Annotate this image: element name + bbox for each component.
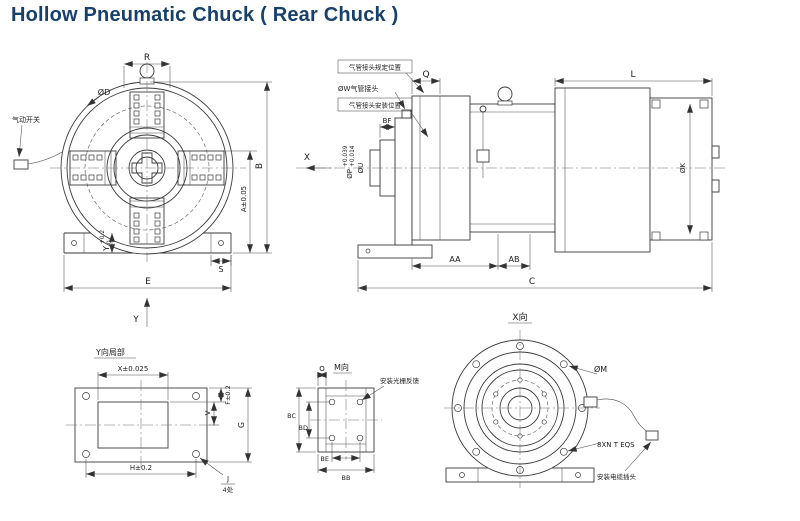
note-grating-label: 安装光栅反馈 <box>380 376 420 385</box>
cable-plug <box>583 396 659 441</box>
m-view-title: M向 <box>334 362 349 372</box>
front-view: 气动开关 R ØD B A±0.05 <box>12 53 272 327</box>
dim-p-group: ØP +0.039 +0.014 <box>343 145 356 178</box>
dim-q-label: Q <box>422 70 429 80</box>
dim-s-label: S <box>218 265 223 274</box>
switch-note-label: 气动开关 <box>12 115 40 124</box>
m-view: M向 O BC BD <box>287 362 419 482</box>
dim-v-label: V <box>204 410 212 415</box>
clamp-lever <box>476 105 490 178</box>
dim-ab-label: AB <box>509 255 520 264</box>
pneumatic-switch-cable <box>13 151 63 170</box>
dim-p-tol-upper: +0.039 <box>343 145 349 167</box>
note-holes-label: 8XN T EQS <box>597 441 635 449</box>
dim-j-label: J <box>226 475 229 483</box>
dim-a-label: A±0.05 <box>240 186 248 212</box>
note-cable-label: 安装电缆插头 <box>597 472 637 481</box>
dim-u-label: ØU <box>357 163 365 174</box>
dim-p-tol-lower: +0.014 <box>350 145 356 167</box>
inner-bolt-holes <box>493 377 547 439</box>
dim-bf-label: BF <box>383 117 392 125</box>
dim-bb-label: BB <box>342 474 351 482</box>
note-box-position <box>337 59 413 74</box>
dim-l-label: L <box>630 70 635 80</box>
cable-connector <box>583 396 598 408</box>
motor-housing <box>554 87 651 253</box>
end-cap <box>649 97 713 241</box>
x-view: X向 <box>444 311 659 488</box>
note-box-install <box>337 97 413 112</box>
eyebolt-icon <box>497 86 513 106</box>
note-fitting-position-label: 气管接头规定位置 <box>349 63 402 72</box>
dim-h-label: H±0.2 <box>130 464 152 472</box>
axis-y-label: Y <box>132 315 139 325</box>
side-view: X Q L 气管接头规定位置 ØW气管接头 气管接头安装位置 BF <box>296 59 728 292</box>
dim-bc-label: BC <box>287 412 296 420</box>
dim-k-label: ØK <box>679 163 687 174</box>
x-view-title: X向 <box>512 311 527 323</box>
page-title: Hollow Pneumatic Chuck ( Rear Chuck ) <box>11 4 399 26</box>
axis-x-label: X <box>304 153 310 163</box>
front-housing <box>411 95 471 241</box>
dim-r-label: R <box>144 53 150 63</box>
dim-aa-label: AA <box>449 255 461 264</box>
center-drive-cross <box>131 152 163 184</box>
fitting-label: ØW气管接头 <box>338 84 378 93</box>
base-tol-lower: 0 <box>107 240 113 244</box>
dim-j-places-label: 4处 <box>223 485 234 494</box>
cable-plug-end <box>645 430 659 441</box>
dim-d-label: ØD <box>98 87 110 97</box>
y-detail-view: Y向局部 X±0.025 F±0.2 V <box>66 347 252 494</box>
dim-e-label: E <box>145 277 151 287</box>
dim-bd-label: BD <box>299 424 308 432</box>
dim-f-label: F±0.2 <box>224 385 232 405</box>
base-dim-label: Y <box>102 246 111 252</box>
dim-x-label: X±0.025 <box>118 365 149 373</box>
dim-b-label: B <box>255 163 265 169</box>
y-detail-title: Y向局部 <box>95 347 125 357</box>
dim-c-label: C <box>529 277 535 287</box>
base-dim-group: Y +0.2 0 <box>100 230 113 252</box>
mount-plate <box>394 117 413 246</box>
base-tol-upper: +0.2 <box>100 230 106 244</box>
dim-g-label: G <box>237 422 246 428</box>
air-fitting <box>401 109 412 119</box>
note-fitting-install-label: 气管接头安装位置 <box>349 101 402 110</box>
switch-connector <box>13 159 29 170</box>
dim-o-label: O <box>319 365 325 373</box>
dim-m-label: ØM <box>594 364 607 374</box>
dim-be-label: BE <box>320 455 329 463</box>
dim-p-label: ØP <box>346 169 354 179</box>
